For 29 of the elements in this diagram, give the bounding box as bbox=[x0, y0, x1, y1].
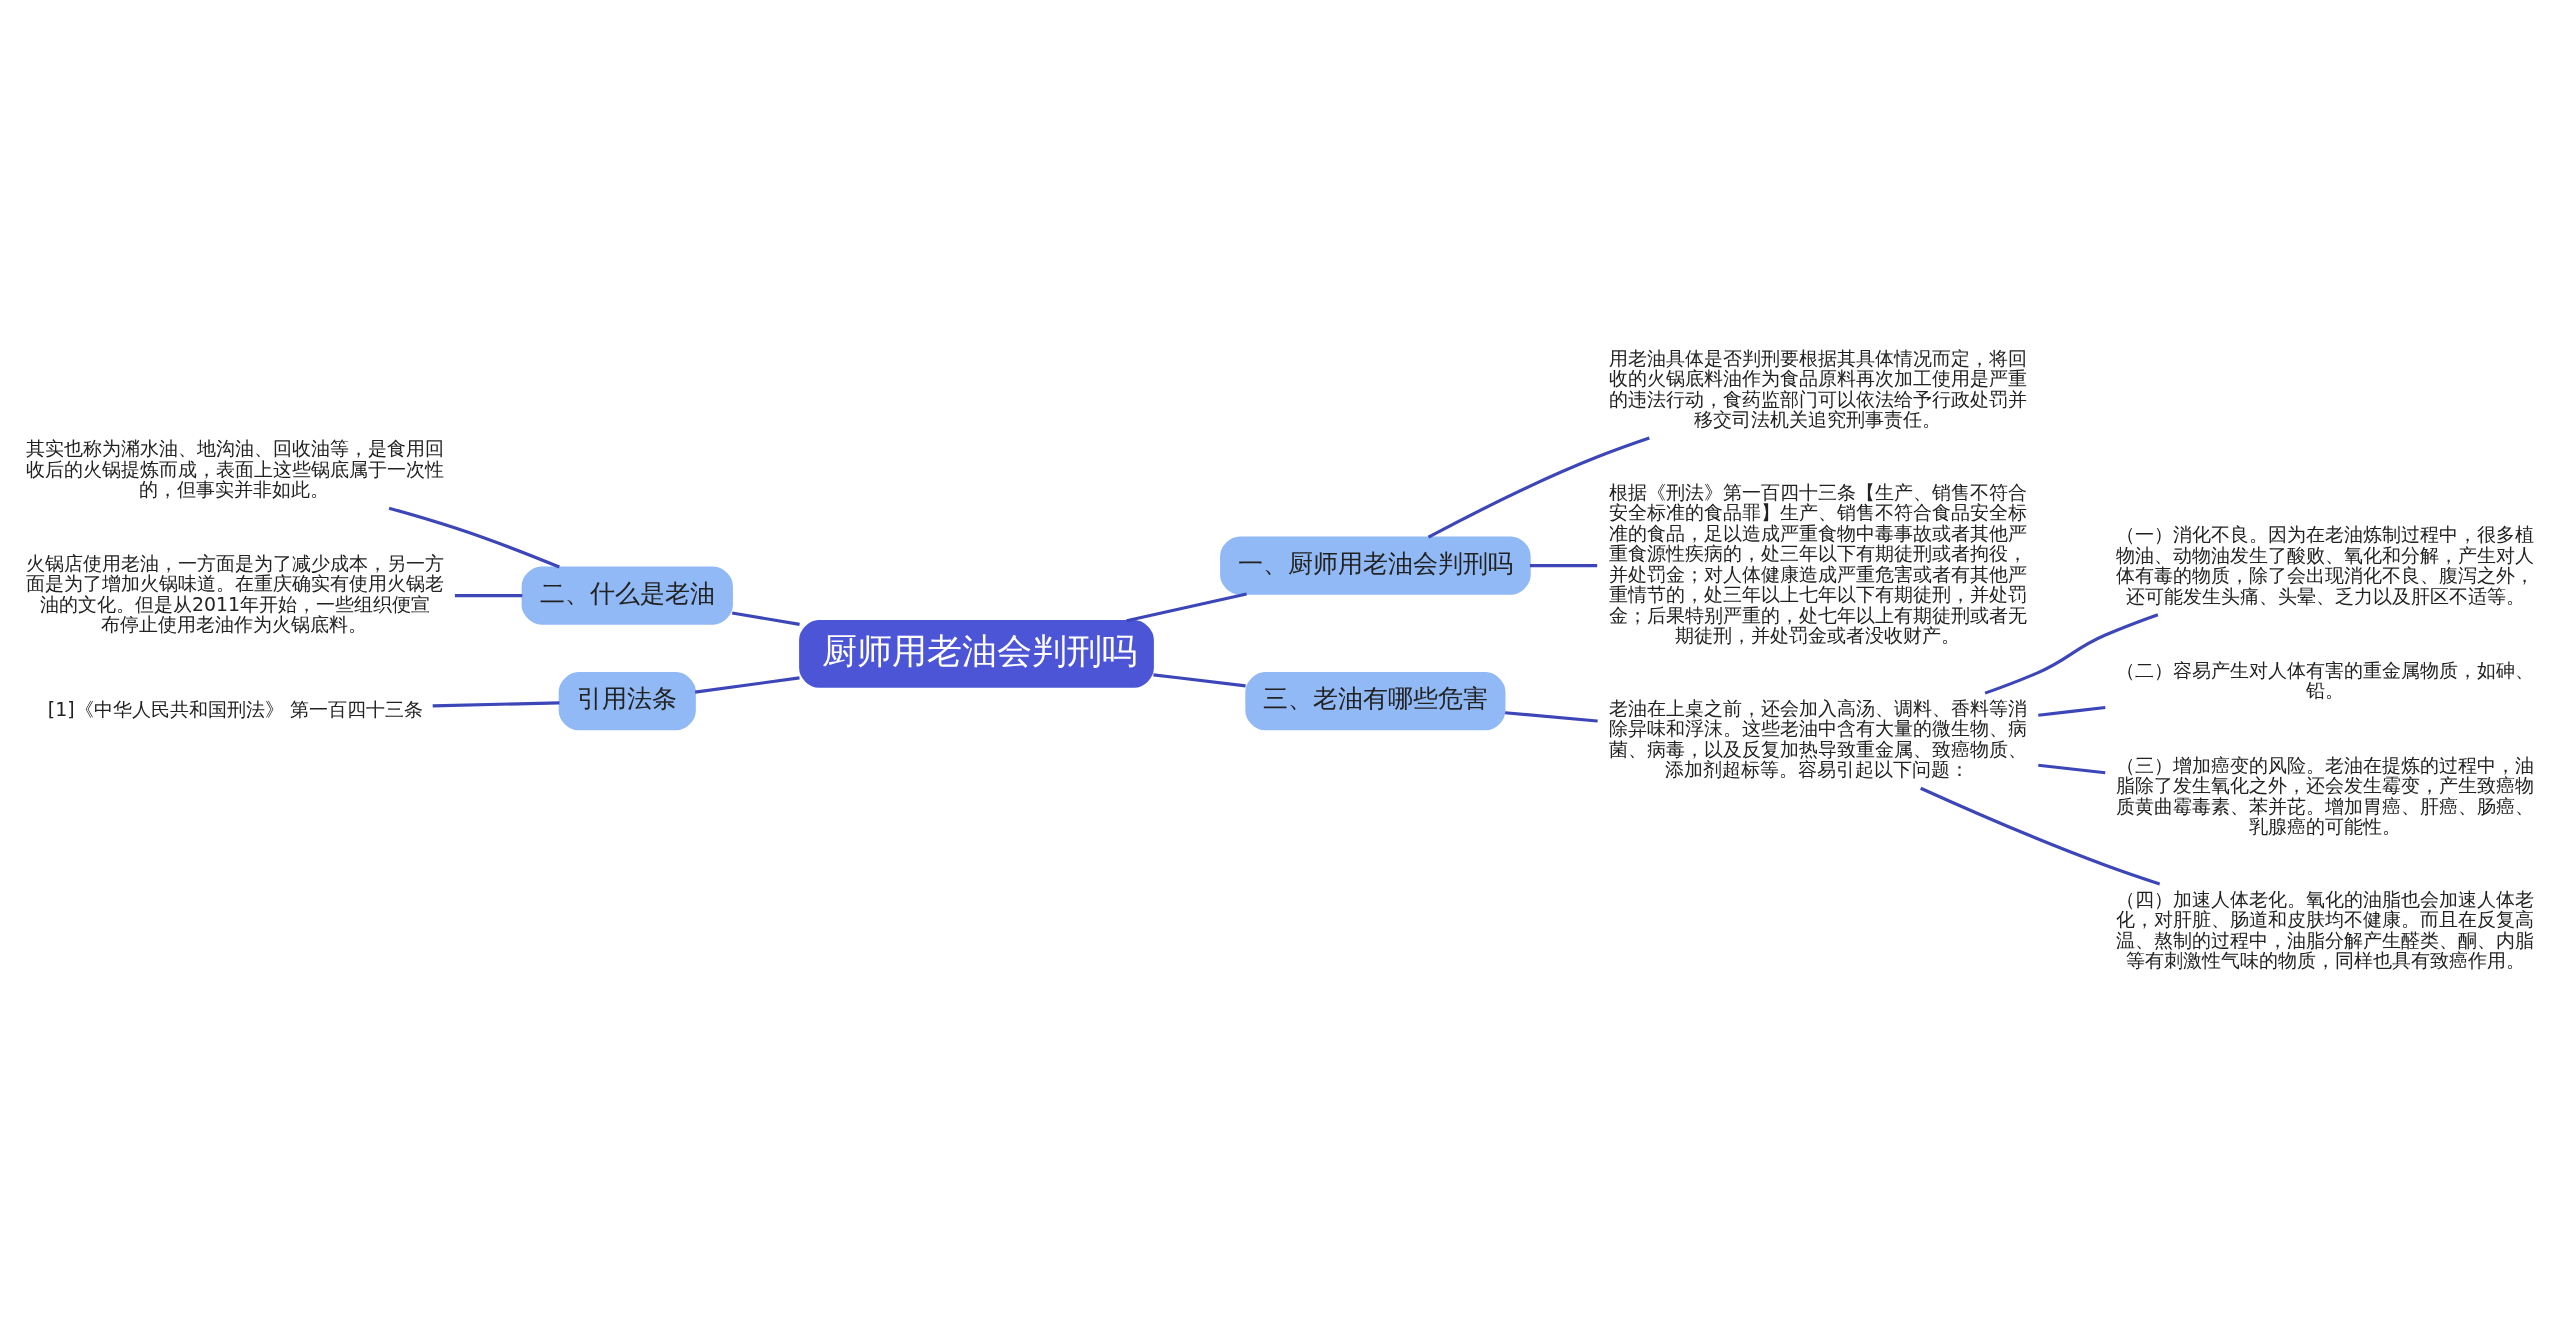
connector bbox=[2038, 705, 2106, 717]
connector bbox=[454, 594, 523, 598]
node-text: （四）加速人体老化。氧化的油脂也会加速人体老化，对肝脏、肠道和皮肤均不健康。而且在反复高温、熬制的过程中，油脂分解产生醛类、酮、内脂等有刺激性气味的物质，同样也具有致癌作用。 bbox=[2116, 887, 2535, 972]
connector bbox=[432, 701, 560, 708]
connector bbox=[1920, 786, 2161, 886]
node-text: 老油在上桌之前，还会加入高汤、调料、香料等消除异味和浮沫。这些老油中含有大量的微生物、病菌、病毒，以及反复加热导致重金属、致癌物质、添加剂超标等。容易引起以下问题： bbox=[1608, 696, 2027, 781]
connector bbox=[2038, 763, 2106, 775]
connector bbox=[1153, 673, 1246, 688]
connector bbox=[1505, 711, 1598, 723]
node-text: 用老油具体是否判刑要根据其具体情况而定，将回收的火锅底料油作为食品原料再次加工使用是严重的违法行动，食药监部门可以依法给予行政处罚并移交司法机关追究刑事责任。 bbox=[1608, 346, 2027, 431]
node-text: （三）增加癌变的风险。老油在提炼的过程中，油脂除了发生氧化之外，还会发生霉变，产生致癌物质黄曲霉毒素、苯并芘。增加胃癌、肝癌、肠癌、乳腺癌的可能性。 bbox=[2116, 753, 2535, 838]
connector bbox=[1529, 564, 1598, 568]
node-text: （一）消化不良。因为在老油炼制过程中，很多植物油、动物油发生了酸败、氧化和分解，产生对人体有毒的物质，除了会出现消化不良、腹泻之外，还可能发生头痛、头晕、乏力以及肝区不适等。 bbox=[2116, 523, 2535, 607]
connector bbox=[388, 506, 560, 569]
node-text: [1]《中华人民共和国刑法》 第一百四十三条 bbox=[47, 697, 423, 720]
connector bbox=[1427, 436, 1650, 539]
connector bbox=[694, 676, 800, 694]
connector bbox=[1984, 613, 2159, 695]
node-box: 引用法条 bbox=[558, 672, 696, 731]
node-text: 根据《刑法》第一百四十三条【生产、销售不符合安全标准的食品罪】生产、销售不符合食品安全标准的食品，足以造成严重食物中毒事故或者其他严重食源性疾病的，处三年以下有期徒刑或者拘役，并处罚金；对人体健康造成严重危害或者有其他严重情节的，处三年以上七年以下有期徒刑，并处罚金；后果特别严重的，处七年以上有期徒刑或者无期徒刑，并处罚金或者没收财产。 bbox=[1608, 480, 2027, 647]
connector bbox=[731, 611, 800, 626]
node-box: 三、老油有哪些危害 bbox=[1245, 672, 1506, 731]
node-text: 火锅店使用老油，一方面是为了减少成本，另一方面是为了增加火锅味道。在重庆确实有使用火锅老油的文化。但是从2011年开始，一些组织便宣布停止使用老油作为火锅底料。 bbox=[25, 551, 444, 636]
node-text: （二）容易产生对人体有害的重金属物质，如砷、铅。 bbox=[2116, 658, 2535, 702]
node-text: 其实也称为潲水油、地沟油、回收油等，是食用回收后的火锅提炼而成，表面上这些锅底属于一次性的，但事实并非如此。 bbox=[25, 437, 444, 501]
node-box: 厨师用老油会判刑吗 bbox=[799, 620, 1154, 688]
connector bbox=[1126, 592, 1247, 623]
node-box: 二、什么是老油 bbox=[521, 566, 733, 625]
node-box: 一、厨师用老油会判刑吗 bbox=[1220, 536, 1531, 595]
